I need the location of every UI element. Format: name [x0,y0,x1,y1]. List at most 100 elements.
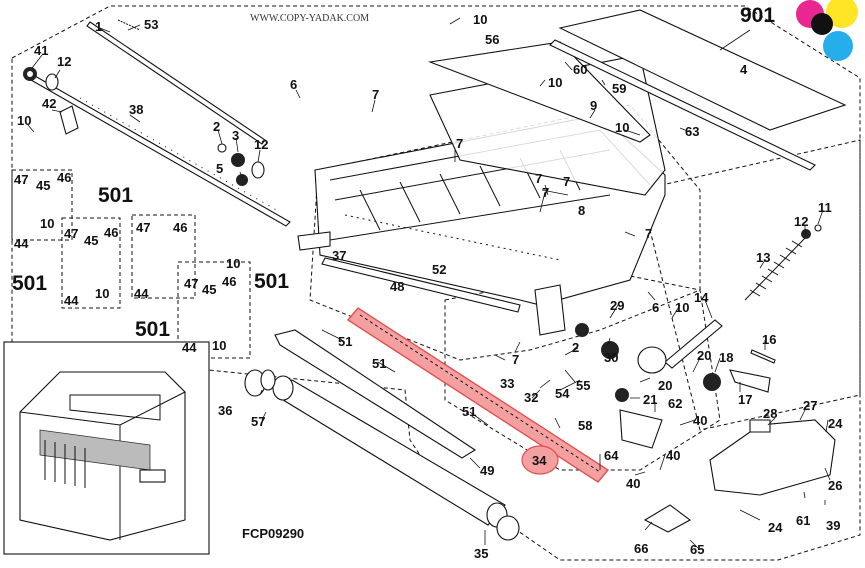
callout-7: 7 [563,174,570,189]
callout-12: 12 [57,54,71,69]
callout-10: 10 [95,286,109,301]
bushing-part-12b [251,161,265,179]
shaft-part-38 [23,71,291,227]
callout-33: 33 [500,376,514,391]
gear-part-5 [236,174,248,186]
callout-65: 65 [690,542,704,557]
gear-part-66 [643,504,692,533]
assembly-number: 901 [740,4,775,27]
callout-63: 63 [685,124,699,139]
callout-30: 30 [604,350,618,365]
callout-45: 45 [36,178,50,193]
callout-28: 28 [763,406,777,421]
callout-7: 7 [535,171,542,186]
bracket-part-37 [297,231,331,251]
callout-53: 53 [144,17,158,32]
callout-501: 501 [12,272,47,295]
callout-501: 501 [98,184,133,207]
end-cap-part-35 [496,515,520,541]
subassembly-box-501b [61,217,121,309]
subassembly-box-501d [177,261,251,359]
callout-64: 64 [604,448,619,463]
bracket-part-17 [729,369,771,393]
callout-501: 501 [254,270,289,293]
callout-45: 45 [84,233,98,248]
callout-17: 17 [738,392,752,407]
shaft-part-14 [637,319,723,374]
callout-7: 7 [512,352,519,367]
callout-7: 7 [645,226,652,241]
gear-part-12c [801,229,811,239]
callout-501: 501 [135,318,170,341]
callout-labels: 53 1 41 12 42 38 10 2 3 12 5 6 7 47 45 4… [12,12,843,561]
rod-part-1 [86,19,266,145]
callout-42: 42 [42,96,56,111]
callout-10: 10 [17,113,31,128]
callout-62: 62 [668,396,682,411]
callout-40: 40 [626,476,640,491]
watermark-text: WWW.COPY-YADAK.COM [250,13,369,24]
callout-38: 38 [129,102,143,117]
callout-39: 39 [826,518,840,533]
callout-51: 51 [372,356,386,371]
callout-41: 41 [34,43,48,58]
callout-2: 2 [572,340,579,355]
callout-34: 34 [532,453,547,468]
gear-part-18 [703,373,721,391]
highlighted-roller-part-34 [346,307,610,483]
clip-part-11 [814,224,822,232]
callout-51: 51 [462,404,476,419]
brand-logo [796,0,858,61]
callout-48: 48 [390,279,404,294]
callout-10: 10 [226,256,240,271]
bracket-part-42 [59,105,79,135]
callout-47: 47 [14,172,28,187]
gear-part-41 [23,67,37,81]
callout-44: 44 [64,293,79,308]
callout-9: 9 [590,98,597,113]
callout-44: 44 [134,286,149,301]
callout-46: 46 [104,225,118,240]
bar-part-48 [321,257,521,313]
callout-5: 5 [216,161,223,176]
callout-40: 40 [693,413,707,428]
callout-8: 8 [578,203,585,218]
gear-part-3 [231,153,245,167]
callout-27: 27 [803,398,817,413]
callout-61: 61 [796,513,810,528]
callout-6: 6 [290,77,297,92]
callout-12: 12 [794,214,808,229]
assembly-boundary [11,5,861,561]
callout-51: 51 [338,334,352,349]
callout-56: 56 [485,32,499,47]
callout-60: 60 [573,62,587,77]
callout-58: 58 [578,418,592,433]
callout-36: 36 [218,403,232,418]
callout-20: 20 [697,348,711,363]
callout-10: 10 [473,12,487,27]
callout-29: 29 [610,298,624,313]
gear-part-30 [601,341,619,359]
clip-part-2 [217,143,227,153]
subassembly-box-501a [11,169,73,241]
callout-32: 32 [524,390,538,405]
callout-21: 21 [643,392,657,407]
callout-10: 10 [40,216,54,231]
callout-12: 12 [254,137,268,152]
bracket-part-49 [274,329,477,459]
logo-black-dot [811,13,833,35]
gear-part-21 [615,388,629,402]
printer-thumbnail [3,341,210,555]
callout-16: 16 [762,332,776,347]
gear-part-29 [575,323,589,337]
callout-45: 45 [202,282,216,297]
callout-3: 3 [232,128,239,143]
callout-52: 52 [432,262,446,277]
callout-10: 10 [212,338,226,353]
callout-54: 54 [555,386,570,401]
callout-49: 49 [480,463,494,478]
logo-yellow-dot [826,0,858,28]
callout-14: 14 [694,290,709,305]
duct-part-27 [709,419,836,496]
